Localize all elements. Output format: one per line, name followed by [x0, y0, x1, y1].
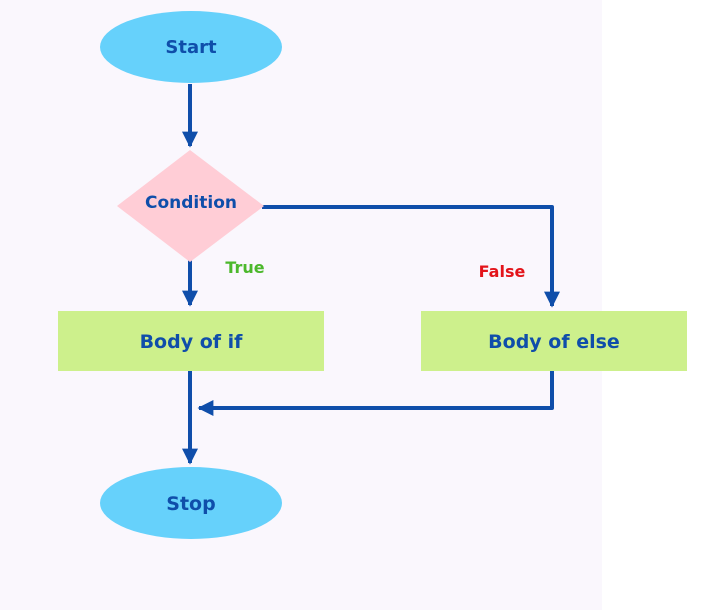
body-of-else-process: [421, 311, 687, 371]
condition-label: Condition: [145, 193, 237, 213]
true-edge-label: True: [225, 258, 264, 277]
condition-decision: [117, 150, 264, 262]
arrow-body-else-merge: [197, 370, 554, 416]
body-of-else-label: Body of else: [488, 331, 620, 353]
false-edge-label: False: [479, 262, 526, 281]
body-of-if-label: Body of if: [140, 331, 244, 353]
stop-terminal: [100, 467, 282, 539]
start-terminal: [100, 11, 282, 83]
stop-label: Stop: [166, 493, 215, 515]
body-of-if-process: [58, 311, 324, 371]
start-label: Start: [165, 37, 217, 58]
diagram-background: [0, 0, 602, 610]
arrow-condition-to-body-else: [262, 205, 560, 308]
